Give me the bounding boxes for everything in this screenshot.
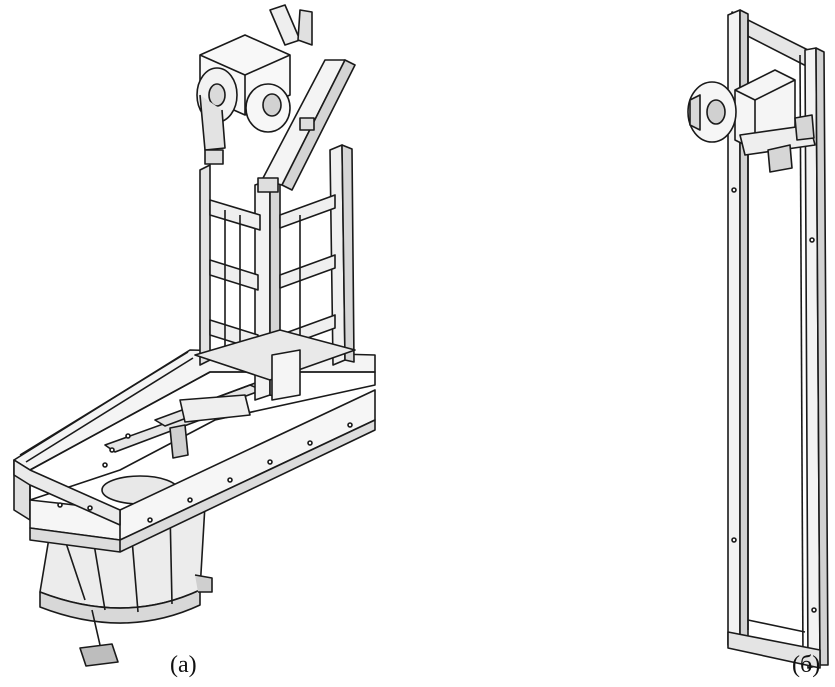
caption-b: (б) <box>792 652 821 678</box>
motor-head <box>196 34 315 193</box>
caption-a: (a) <box>170 652 197 678</box>
vertical-rail-frame <box>727 9 829 669</box>
carriage-with-motor <box>687 69 816 173</box>
